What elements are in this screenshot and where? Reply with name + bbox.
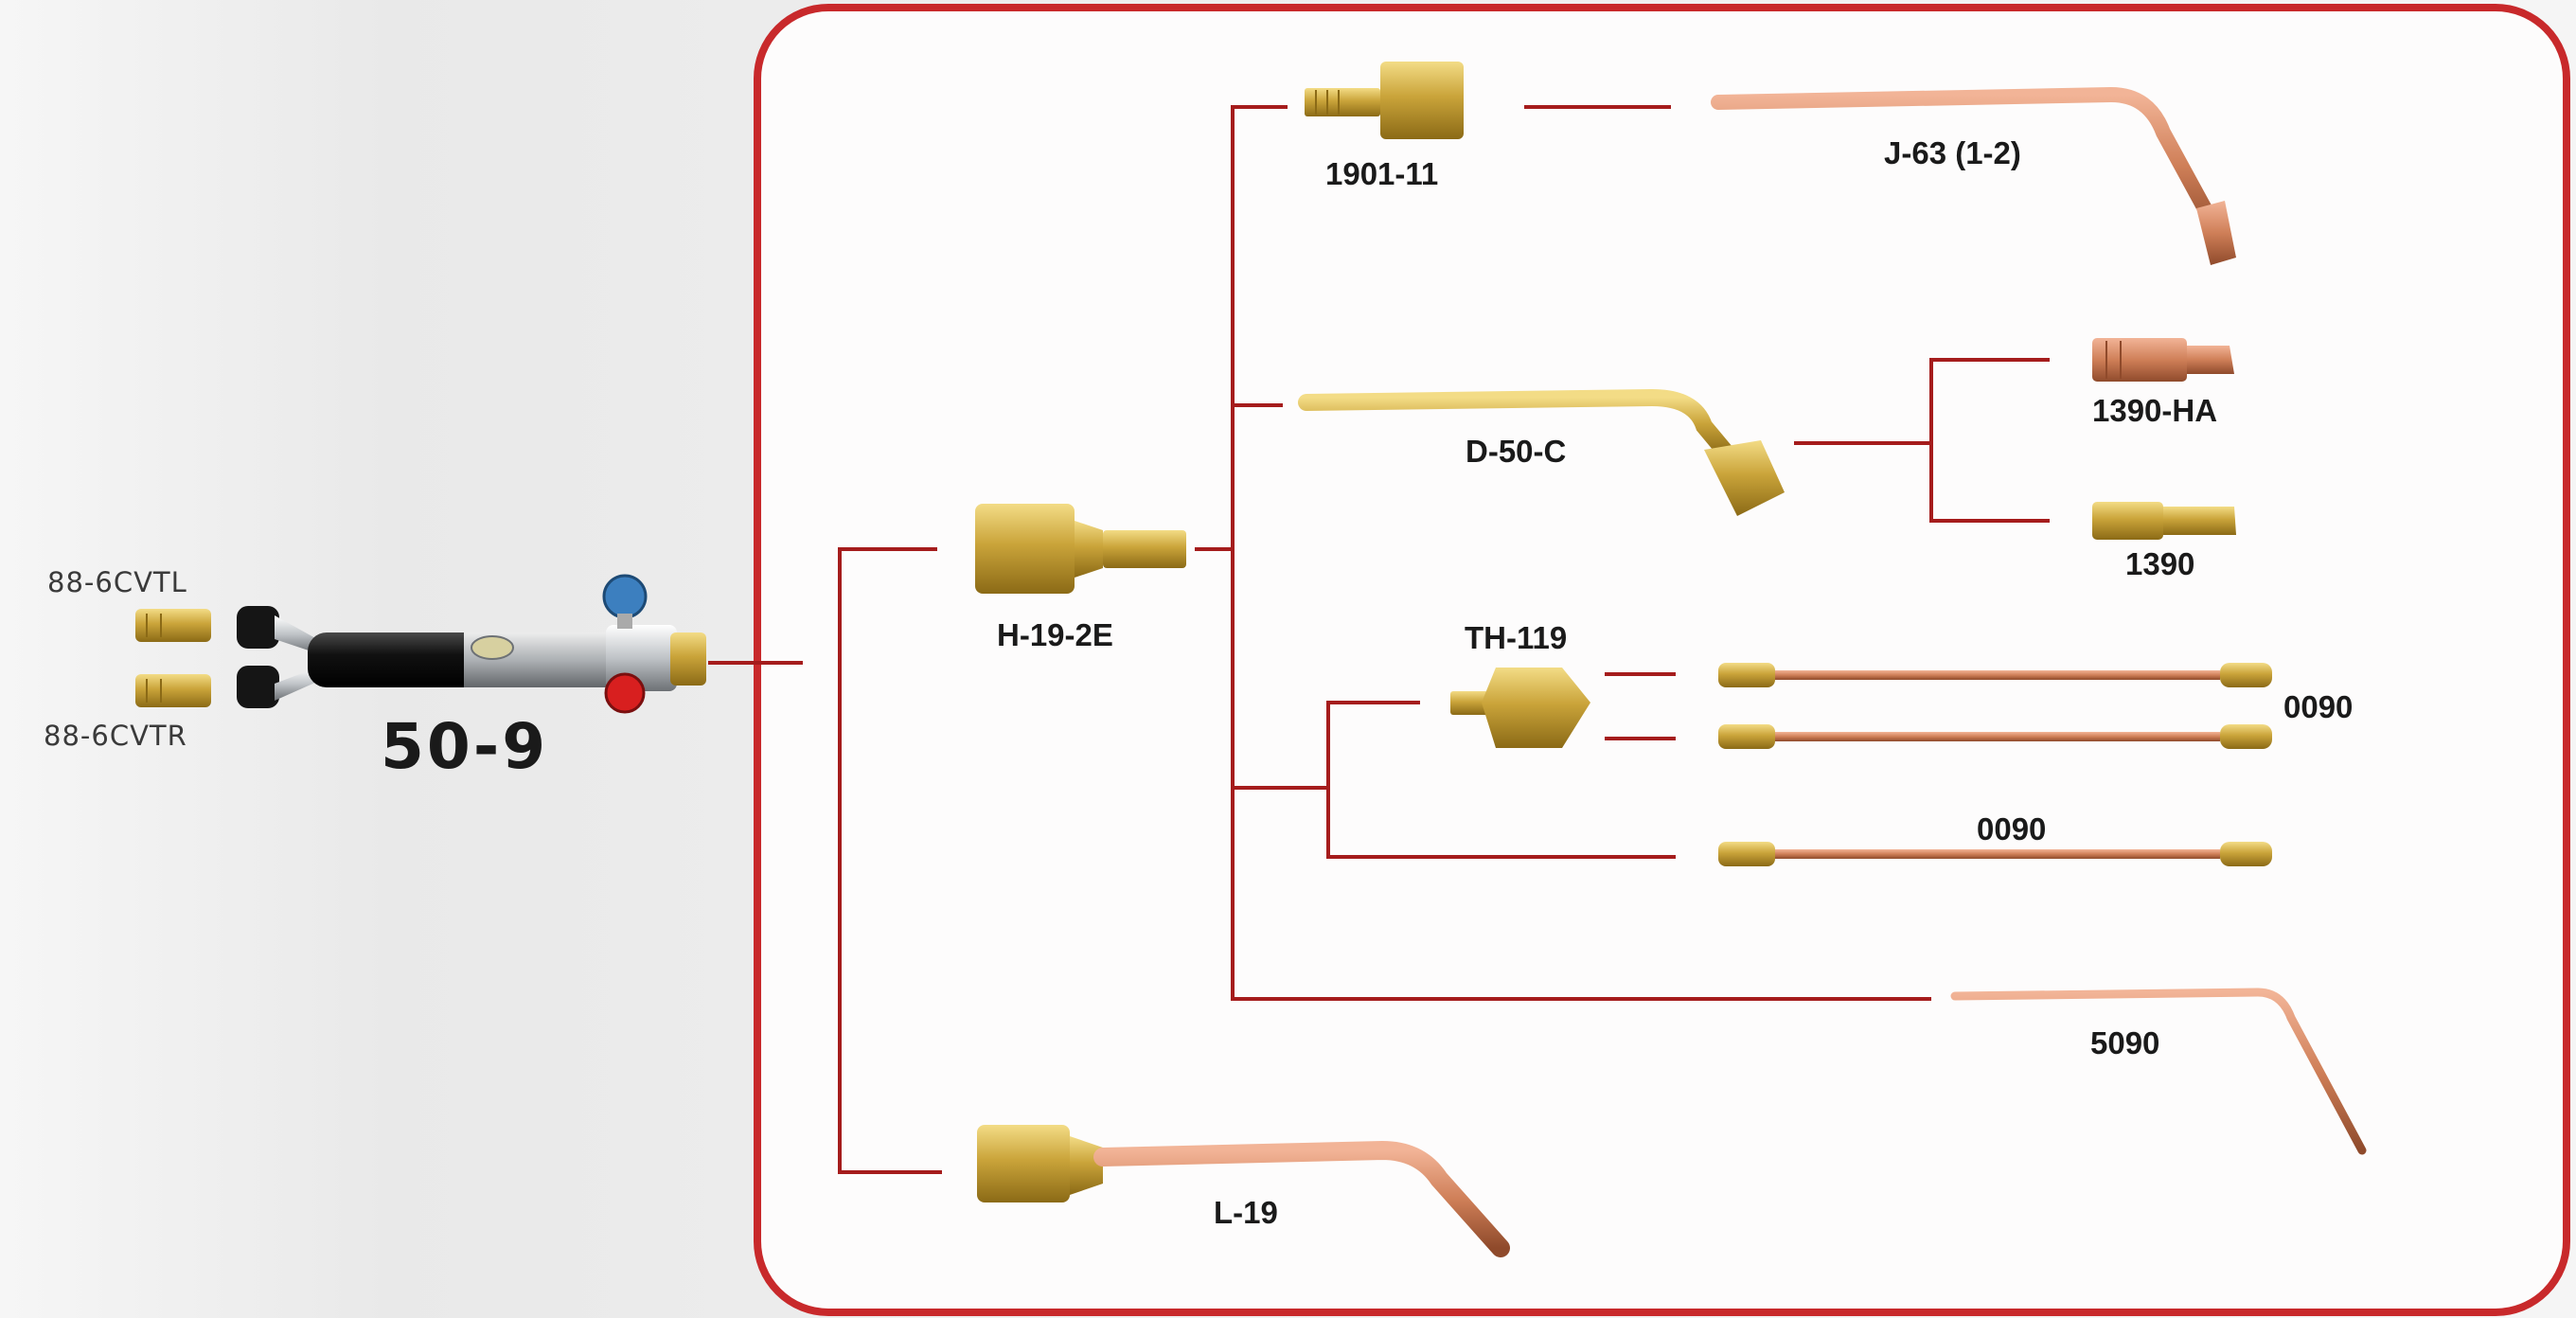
tip-th119-label: TH-119: [1465, 620, 1568, 655]
mixer-h-19-2e: [975, 504, 1186, 594]
adaptor-1901-label: 1901-11: [1325, 156, 1439, 191]
mixer-label: H-19-2E: [997, 617, 1113, 652]
tip-1390-ha: [2092, 338, 2234, 382]
tip-5090: [1950, 988, 2367, 1155]
check-valve-left-label: 88-6CVTL: [47, 566, 187, 598]
parts-frame: [754, 4, 2570, 1316]
tip-1390ha-label: 1390-HA: [2092, 393, 2218, 428]
tube-0090-c: [1718, 842, 2272, 866]
tip-j-63: [1711, 86, 2236, 265]
tip-l19-label: L-19: [1214, 1195, 1278, 1230]
handle-50-9: [237, 574, 706, 714]
handle-label: 50-9: [381, 710, 549, 783]
check-valve-left: [135, 609, 211, 642]
tip-d50c-label: D-50-C: [1466, 434, 1567, 469]
check-valve-right: [135, 674, 211, 707]
tube-0090-b: [1718, 724, 2272, 749]
adaptor-1901-11: [1305, 62, 1464, 139]
connector-lines: [708, 105, 2050, 1174]
tip-j63-label: J-63 (1-2): [1884, 135, 2021, 170]
tip-d-50-c: [1298, 388, 1785, 516]
check-valve-right-label: 88-6CVTR: [44, 720, 187, 752]
tube-0090-a: [1718, 663, 2272, 687]
tube-0090-lower-label: 0090: [1977, 811, 2047, 846]
tip-th-119: [1450, 668, 1590, 748]
tip-5090-label: 5090: [2090, 1025, 2160, 1060]
tip-1390-label: 1390: [2125, 546, 2195, 581]
tip-1390: [2092, 502, 2236, 540]
tube-0090-upper-label: 0090: [2283, 689, 2354, 724]
tip-l-19: [977, 1125, 1510, 1257]
